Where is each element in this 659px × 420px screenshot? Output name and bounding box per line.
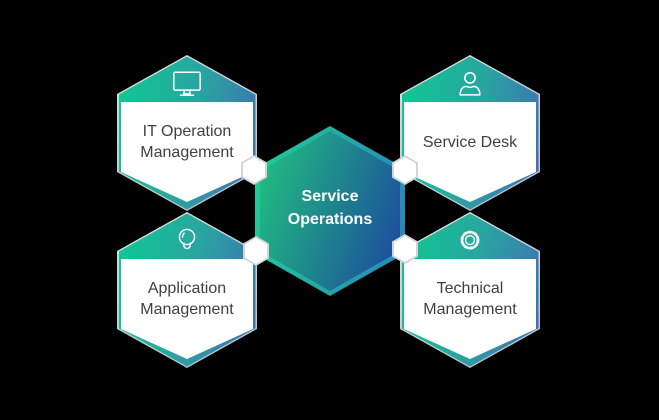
- node-label: Service Desk: [422, 133, 518, 151]
- person-icon: [400, 68, 540, 100]
- connector-hex-top-right: [392, 155, 418, 185]
- node-label: IT Operation Management: [140, 123, 234, 161]
- connector-hex-bottom-right: [392, 234, 418, 264]
- node-service-desk: Service Desk: [400, 55, 540, 211]
- connector-hex-bottom-left: [243, 236, 269, 266]
- node-service-operations: Service Operations: [255, 126, 405, 296]
- connector-hex-top-left: [241, 155, 267, 185]
- node-label: Technical Management: [423, 280, 517, 318]
- center-label: Service Operations: [287, 188, 373, 228]
- node-it-operation-management: IT Operation Management: [117, 55, 257, 211]
- monitor-icon: [117, 68, 257, 100]
- gear-icon: [400, 225, 540, 257]
- node-technical-management: Technical Management: [400, 212, 540, 368]
- node-label: Application Management: [140, 280, 234, 318]
- node-application-management: Application Management: [117, 212, 257, 368]
- lightbulb-icon: [117, 225, 257, 257]
